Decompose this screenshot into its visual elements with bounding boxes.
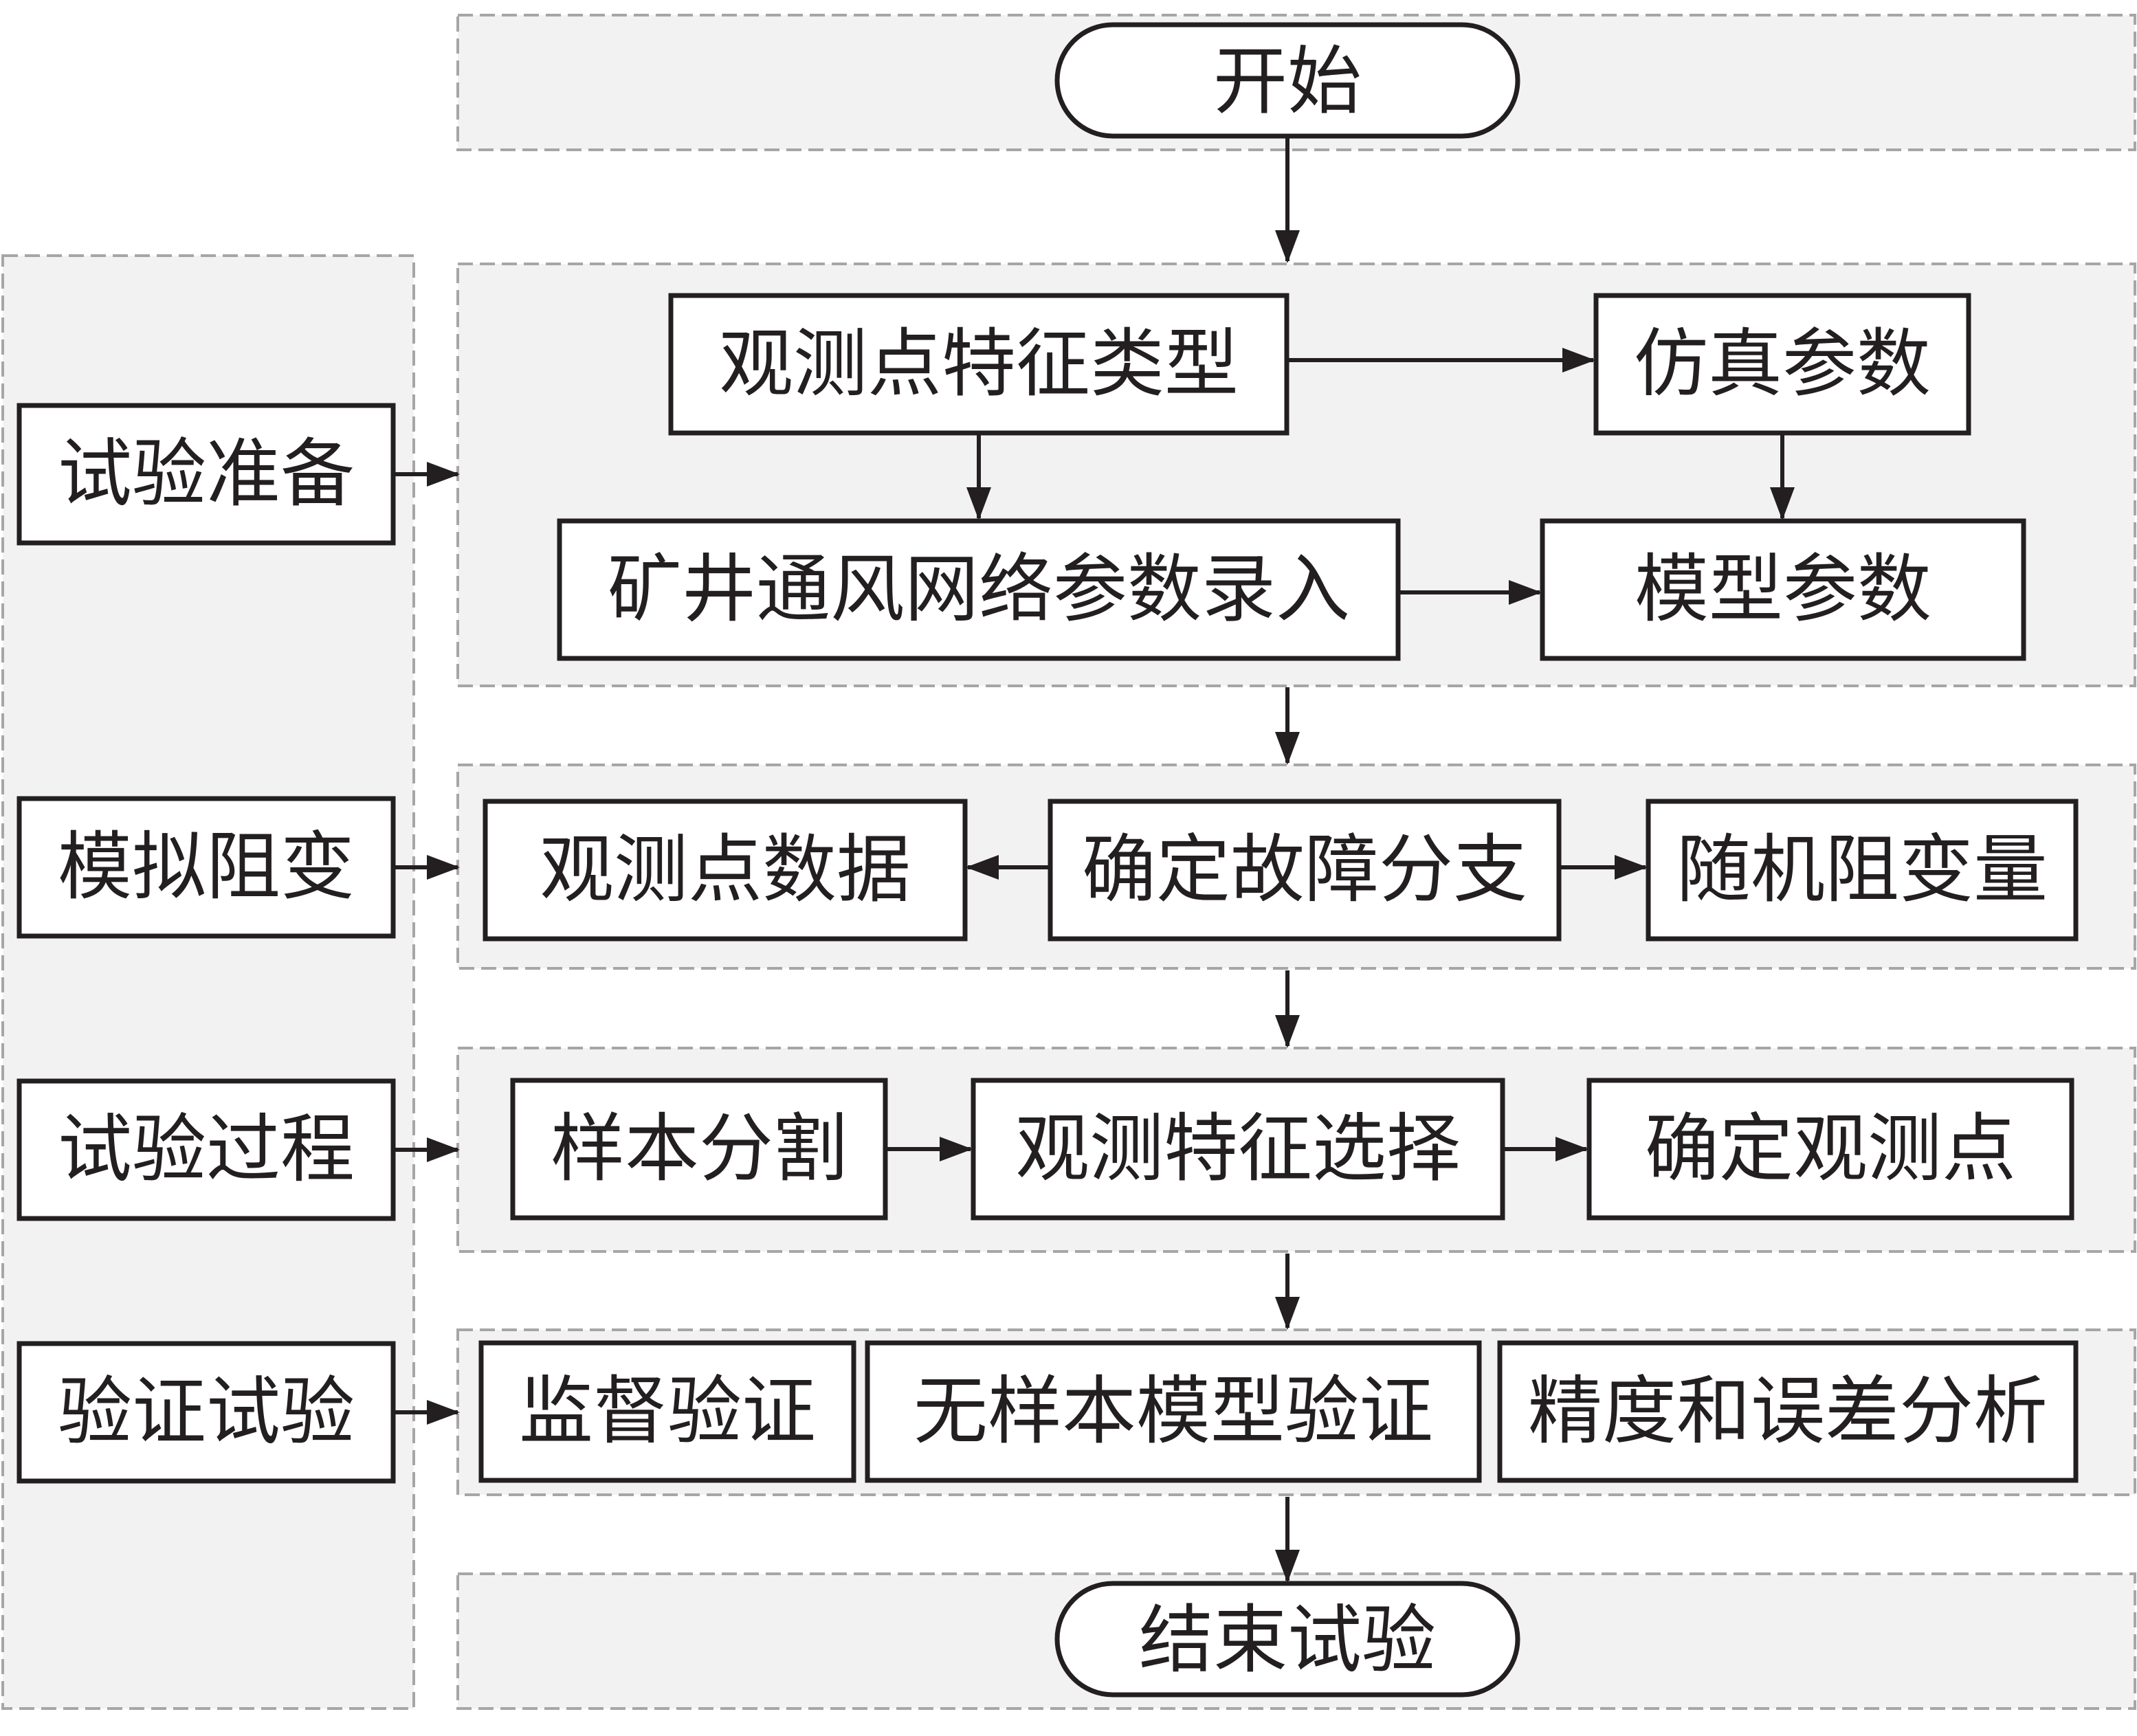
fault-branch-label: 确定故障分支 xyxy=(1082,827,1527,913)
accuracy-node: 精度和误差分析 xyxy=(1497,1340,2079,1483)
stage-verify-node: 验证试验 xyxy=(16,1341,396,1484)
stage-verify-label: 验证试验 xyxy=(58,1370,355,1456)
obs-feature-type-node: 观测点特征类型 xyxy=(668,293,1289,436)
stage-sim-node: 模拟阻变 xyxy=(16,796,396,939)
model-params-label: 模型参数 xyxy=(1635,547,1931,633)
stage-prep-node: 试验准备 xyxy=(16,403,396,546)
accuracy-label: 精度和误差分析 xyxy=(1528,1369,2048,1455)
random-resistance-label: 随机阻变量 xyxy=(1676,827,2048,913)
sim-params-node: 仿真参数 xyxy=(1593,293,1971,436)
determine-points-label: 确定观测点 xyxy=(1645,1106,2016,1192)
sample-split-node: 样本分割 xyxy=(510,1078,888,1221)
supervised-node: 监督验证 xyxy=(478,1340,856,1483)
random-resistance-node: 随机阻变量 xyxy=(1646,799,2079,942)
stage-prep-label: 试验准备 xyxy=(58,432,355,518)
stage-process-node: 试验过程 xyxy=(16,1078,396,1221)
obs-data-label: 观测点数据 xyxy=(540,827,911,913)
supervised-label: 监督验证 xyxy=(519,1369,816,1455)
start-label: 开始 xyxy=(1213,39,1362,125)
sample-split-label: 样本分割 xyxy=(551,1106,848,1192)
end-label: 结束试验 xyxy=(1139,1598,1436,1684)
obs-feature-type-label: 观测点特征类型 xyxy=(719,322,1239,408)
network-input-node: 矿井通风网络参数录入 xyxy=(557,518,1401,661)
start-node: 开始 xyxy=(1054,22,1520,139)
end-node: 结束试验 xyxy=(1054,1581,1520,1698)
network-input-label: 矿井通风网络参数录入 xyxy=(608,547,1350,633)
feature-select-label: 观测特征选择 xyxy=(1015,1106,1461,1192)
unsupervised-node: 无样本模型验证 xyxy=(865,1340,1482,1483)
sim-params-label: 仿真参数 xyxy=(1634,322,1931,408)
model-params-node: 模型参数 xyxy=(1540,518,2026,661)
feature-select-node: 观测特征选择 xyxy=(971,1078,1505,1221)
fault-branch-node: 确定故障分支 xyxy=(1048,799,1562,942)
obs-data-node: 观测点数据 xyxy=(483,799,968,942)
unsupervised-label: 无样本模型验证 xyxy=(914,1369,1433,1455)
determine-points-node: 确定观测点 xyxy=(1586,1078,2074,1221)
stage-sim-label: 模拟阻变 xyxy=(58,825,355,911)
stage-process-label: 试验过程 xyxy=(58,1107,355,1193)
